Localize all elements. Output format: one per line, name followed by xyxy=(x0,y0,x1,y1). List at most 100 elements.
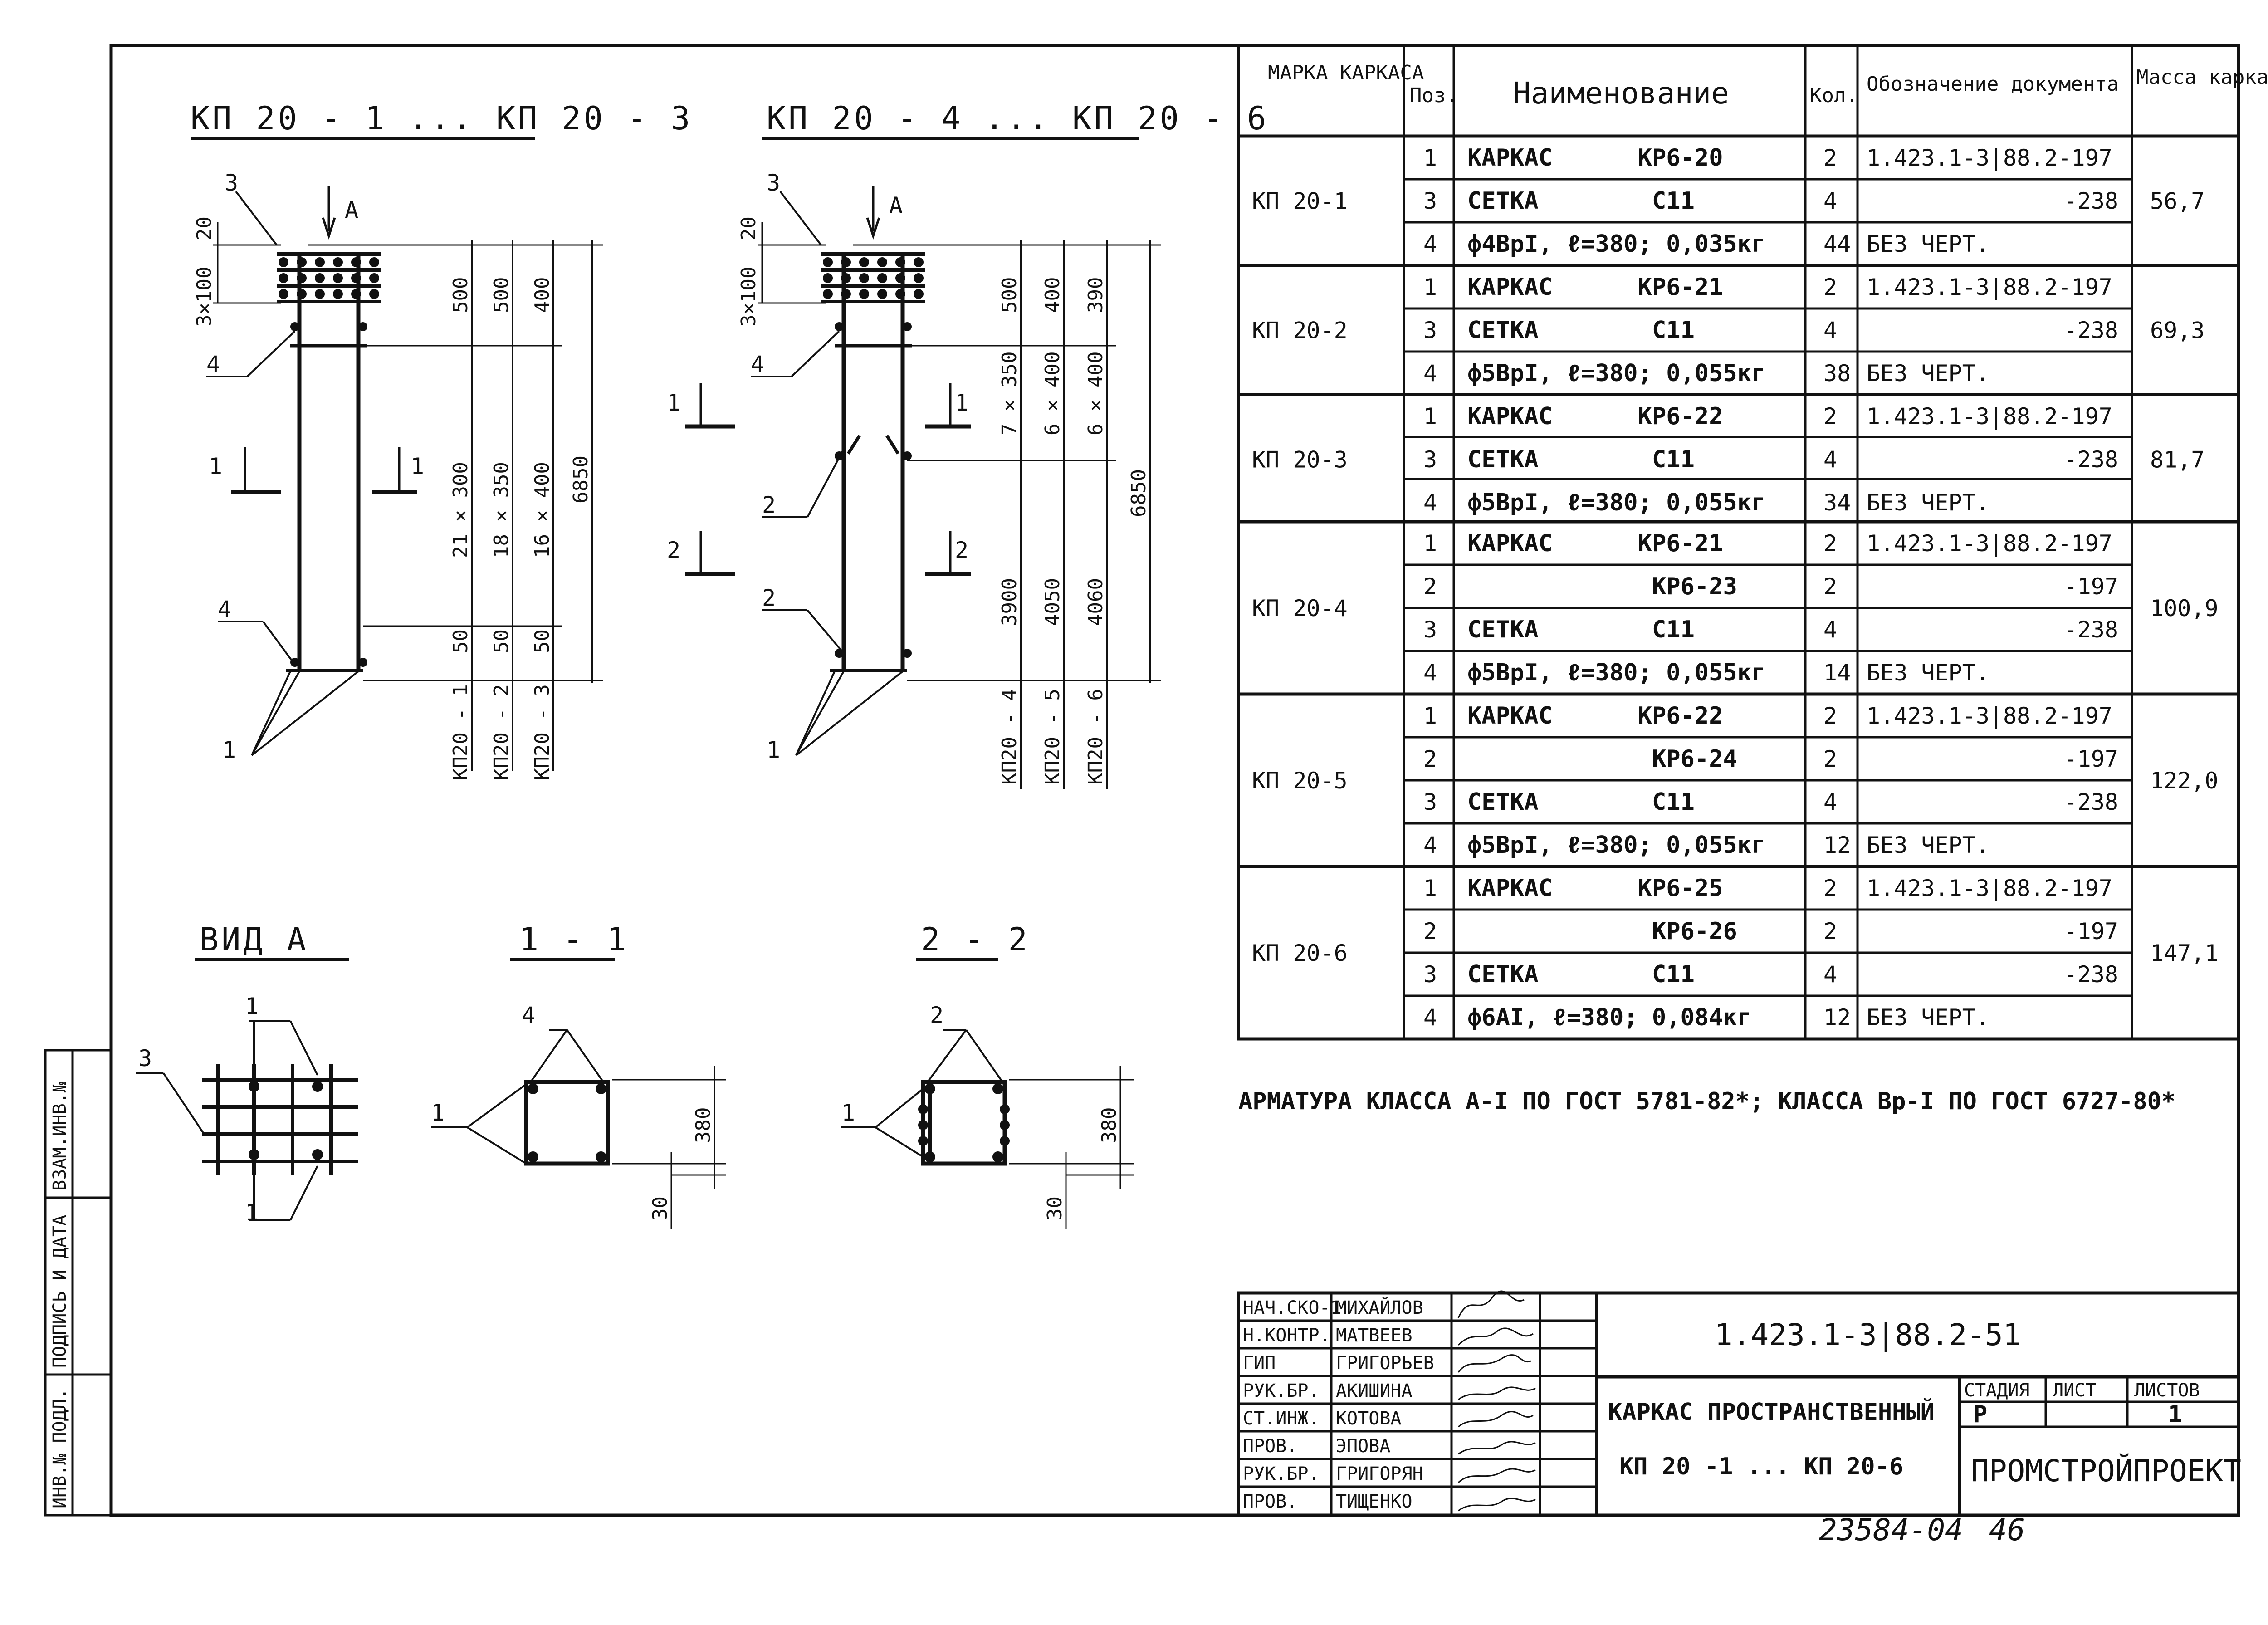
table-group-mass: 100,9 xyxy=(2150,595,2219,622)
table-group-mark: КП 20-4 xyxy=(1252,595,1348,622)
sheets-label: ЛИСТОВ xyxy=(2134,1380,2200,1401)
table-cell-doc: БЕЗ ЧЕРТ. xyxy=(1867,660,1989,686)
table-cell-doc: БЕЗ ЧЕРТ. xyxy=(1867,360,1989,387)
table-cell-qty: 38 xyxy=(1823,360,1851,387)
title-block-grid xyxy=(1237,1291,2240,1517)
sec11-callout-4: 4 xyxy=(522,1002,535,1028)
title-line-1: КАРКАС ПРОСТРАНСТВЕННЫЙ xyxy=(1608,1398,1935,1426)
sec22-callout-2: 2 xyxy=(930,1002,943,1028)
table-cell-pos: 2 xyxy=(1423,746,1437,772)
table-cell-pos: 3 xyxy=(1423,961,1437,988)
tb-person-name: МАТВЕЕВ xyxy=(1336,1325,1413,1346)
left-mark-1: КП20 - 1 xyxy=(449,684,472,780)
sec22-dim-offset: 30 xyxy=(1043,1196,1066,1220)
table-cell-name: СЕТКА С11 xyxy=(1467,788,1695,816)
right-mark-2: КП20 - 5 xyxy=(1041,689,1064,785)
table-cell-qty: 2 xyxy=(1823,145,1837,171)
left-arrow-label: А xyxy=(345,197,358,223)
table-cell-pos: 4 xyxy=(1423,832,1437,858)
table-cell-pos: 3 xyxy=(1423,617,1437,643)
table-cell-name: ф4ВрI, ℓ=380; 0,035кг xyxy=(1467,230,1765,258)
table-cell-doc: 1.423.1-3|88.2-197 xyxy=(1867,530,2112,557)
table-cell-name: ф5ВрI, ℓ=380; 0,055кг xyxy=(1467,489,1765,516)
table-cell-pos: 1 xyxy=(1423,274,1437,300)
tb-role: ПРОВ. xyxy=(1243,1436,1297,1457)
table-cell-name: СЕТКА С11 xyxy=(1467,187,1695,215)
tb-person-name: ЭПОВА xyxy=(1336,1436,1390,1457)
view-a-callout-3: 3 xyxy=(138,1045,152,1072)
table-cell-name: КАРКАС КР6-25 xyxy=(1467,875,1723,902)
th-doc: Обозначение документа xyxy=(1867,73,2119,96)
tb-role: СТ.ИНЖ. xyxy=(1243,1408,1320,1429)
right-callout-2-top: 2 xyxy=(762,492,776,518)
table-cell-name: СЕТКА С11 xyxy=(1467,961,1695,988)
stage-value: Р xyxy=(1973,1401,1987,1428)
table-cell-name: ф6АI, ℓ=380; 0,084кг xyxy=(1467,1004,1751,1031)
table-cell-doc: -238 xyxy=(2064,446,2118,473)
table-cell-doc: 1.423.1-3|88.2-197 xyxy=(1867,703,2112,729)
left-callout-4-bot: 4 xyxy=(218,596,231,622)
right-dim-2-bot: 4050 xyxy=(1041,578,1064,626)
table-cell-qty: 2 xyxy=(1823,703,1837,729)
table-cell-name: КАРКАС КР6-22 xyxy=(1467,702,1723,729)
table-cell-qty: 14 xyxy=(1823,660,1851,686)
tb-role: ПРОВ. xyxy=(1243,1491,1297,1512)
table-cell-pos: 4 xyxy=(1423,360,1437,387)
table-cell-name: СЕТКА С11 xyxy=(1467,317,1695,344)
doc-code: 1.423.1-3|88.2-51 xyxy=(1715,1317,2021,1352)
left-dim-3-top: 400 xyxy=(531,277,554,313)
left-dim-2-bot: 50 xyxy=(490,629,513,653)
tb-person-name: ТИЩЕНКО xyxy=(1336,1491,1413,1512)
table-cell-qty: 2 xyxy=(1823,274,1837,300)
table-group-mark: КП 20-1 xyxy=(1252,188,1348,215)
table-cell-name: КАРКАС КР6-20 xyxy=(1467,144,1723,171)
table-cell-doc: БЕЗ ЧЕРТ. xyxy=(1867,1004,1989,1031)
right-mark-1: КП20 - 4 xyxy=(998,689,1021,785)
table-cell-pos: 4 xyxy=(1423,660,1437,686)
table-cell-qty: 4 xyxy=(1823,188,1837,214)
stage-label: СТАДИЯ xyxy=(1964,1380,2030,1401)
table-cell-qty: 44 xyxy=(1823,231,1851,257)
table-cell-doc: -197 xyxy=(2064,746,2118,772)
table-cell-doc: -238 xyxy=(2064,317,2118,343)
table-cell-pos: 4 xyxy=(1423,1004,1437,1031)
right-arrow-label: А xyxy=(889,192,903,219)
right-view-title: КП 20 - 4 ... КП 20 - 6 xyxy=(767,100,1269,137)
table-cell-doc: -238 xyxy=(2064,188,2118,214)
th-name: Наименование xyxy=(1513,76,1729,111)
table-cell-name: ф5ВрI, ℓ=380; 0,055кг xyxy=(1467,832,1765,859)
side-inv-podl: ИНВ.№ ПОДЛ. xyxy=(49,1388,70,1508)
table-group-mass: 122,0 xyxy=(2150,768,2219,794)
left-view-title: КП 20 - 1 ... КП 20 - 3 xyxy=(191,100,693,137)
left-dim-1-top: 500 xyxy=(449,277,472,313)
table-cell-doc: 1.423.1-3|88.2-197 xyxy=(1867,875,2112,901)
tb-role: РУК.БР. xyxy=(1243,1463,1320,1484)
table-cell-pos: 3 xyxy=(1423,317,1437,343)
archive-number: 23584-04 xyxy=(1819,1512,1963,1547)
table-cell-doc: БЕЗ ЧЕРТ. xyxy=(1867,832,1989,858)
signatures xyxy=(1457,1290,1536,1512)
tb-person-name: ГРИГОРЬЕВ xyxy=(1336,1353,1434,1374)
right-mark-3: КП20 - 6 xyxy=(1084,689,1107,785)
right-callout-3: 3 xyxy=(767,170,780,196)
right-section-1-left: 1 xyxy=(667,390,680,416)
sheet-label: ЛИСТ xyxy=(2053,1380,2096,1401)
section-2-2-title: 2 - 2 xyxy=(921,921,1030,958)
sec11-callout-1: 1 xyxy=(431,1100,445,1126)
th-pos: Поз. xyxy=(1410,84,1458,107)
right-dim-2-top: 400 xyxy=(1041,277,1064,313)
table-cell-pos: 4 xyxy=(1423,231,1437,257)
table-cell-qty: 34 xyxy=(1823,489,1851,516)
right-dim-1-top: 500 xyxy=(998,277,1021,313)
left-dim-grid: 3×100 xyxy=(193,267,216,327)
table-cell-pos: 2 xyxy=(1423,918,1437,945)
th-mass: Масса каркаса, кг xyxy=(2136,66,2268,89)
tb-person-name: АКИШИНА xyxy=(1336,1380,1413,1401)
right-dim-total: 6850 xyxy=(1127,469,1150,517)
table-cell-name: КР6-23 xyxy=(1467,573,1737,600)
table-cell-qty: 2 xyxy=(1823,746,1837,772)
table-cell-doc: -197 xyxy=(2064,918,2118,945)
tb-person-name: КОТОВА xyxy=(1336,1408,1402,1429)
left-callout-3: 3 xyxy=(225,170,238,196)
left-dim-2-mid: 18 × 350 xyxy=(490,462,513,558)
